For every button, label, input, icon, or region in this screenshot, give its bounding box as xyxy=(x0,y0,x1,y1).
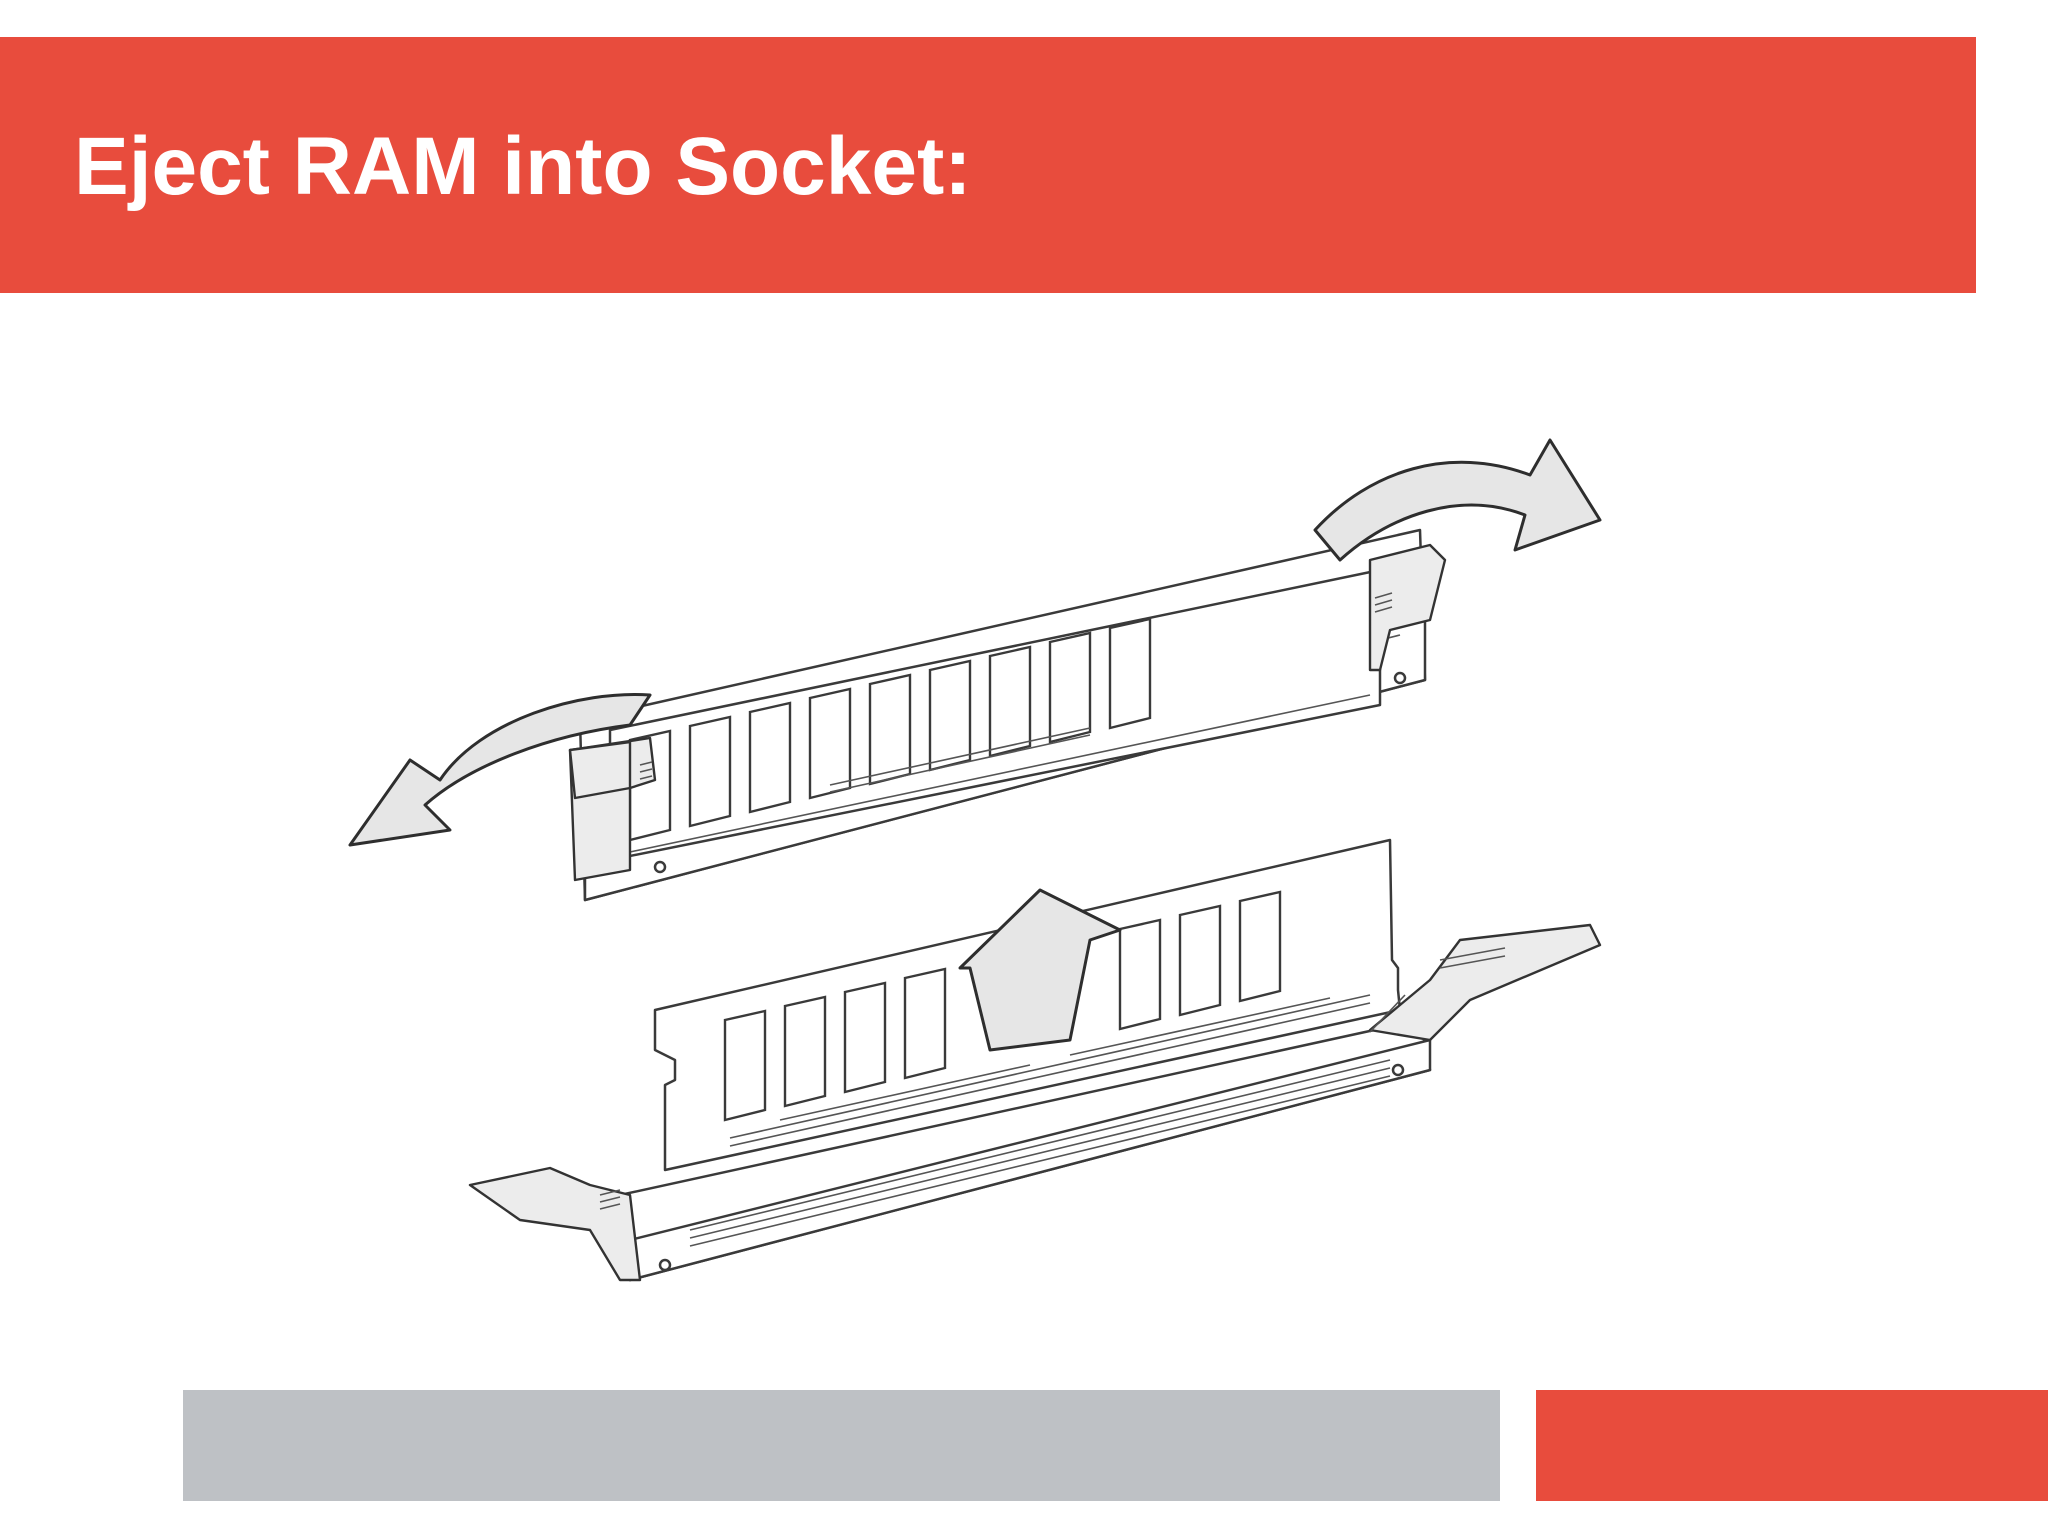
lifted-ram-chips xyxy=(723,890,1282,1122)
ram-eject-diagram xyxy=(330,420,1650,1320)
lower-ram-socket xyxy=(468,923,1602,1282)
curved-arrow-left-icon xyxy=(348,692,652,847)
up-arrow-icon xyxy=(958,888,1122,1052)
curved-arrow-right-icon xyxy=(1313,438,1602,562)
footer-red-bar xyxy=(1536,1390,2048,1501)
slide-title: Eject RAM into Socket: xyxy=(74,121,972,212)
lower-right-clip xyxy=(1368,923,1602,1042)
lower-left-clip xyxy=(468,1166,642,1282)
upper-ram-chips xyxy=(628,617,1152,842)
upper-socket-assembly xyxy=(568,528,1447,902)
upper-right-clip xyxy=(1368,543,1447,672)
title-bar xyxy=(0,37,1976,293)
footer-gray-bar xyxy=(183,1390,1500,1501)
